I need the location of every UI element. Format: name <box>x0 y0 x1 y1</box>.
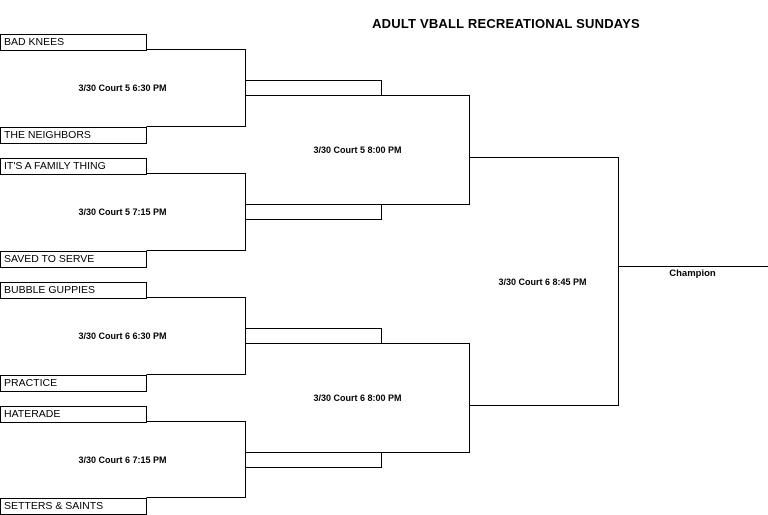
team-slot-5: BUBBLE GUPPIES <box>0 282 147 299</box>
round1-match-2: 3/30 Court 5 7:15 PM <box>78 207 167 217</box>
r1-winner-slot-4 <box>245 452 382 468</box>
r1-winner-slot-1 <box>245 80 382 96</box>
final-match: 3/30 Court 6 8:45 PM <box>498 277 587 287</box>
team-slot-6: PRACTICE <box>0 375 147 392</box>
r2-bracket-1 <box>245 95 470 205</box>
r1-bracket-4 <box>146 421 246 498</box>
page-title: ADULT VBALL RECREATIONAL SUNDAYS <box>372 16 640 31</box>
round2-match-2: 3/30 Court 6 8:00 PM <box>313 393 402 403</box>
team-slot-8: SETTERS & SAINTS <box>0 498 147 515</box>
team-slot-3: IT'S A FAMILY THING <box>0 158 147 175</box>
r2-bracket-2 <box>245 343 470 453</box>
team-slot-1: BAD KNEES <box>0 34 147 51</box>
r1-winner-slot-2 <box>245 204 382 220</box>
r1-bracket-2 <box>146 173 246 251</box>
r1-bracket-1 <box>146 49 246 127</box>
round1-match-3: 3/30 Court 6 6:30 PM <box>78 331 167 341</box>
r1-bracket-3 <box>146 297 246 375</box>
round2-match-1: 3/30 Court 5 8:00 PM <box>313 145 402 155</box>
team-slot-4: SAVED TO SERVE <box>0 251 147 268</box>
round1-match-1: 3/30 Court 5 6:30 PM <box>78 83 167 93</box>
team-slot-2: THE NEIGHBORS <box>0 127 147 144</box>
r1-winner-slot-3 <box>245 328 382 344</box>
final-bracket <box>469 157 619 406</box>
champion-label: Champion <box>669 268 716 279</box>
team-slot-7: HATERADE <box>0 406 147 423</box>
round1-match-4: 3/30 Court 6 7:15 PM <box>78 455 167 465</box>
